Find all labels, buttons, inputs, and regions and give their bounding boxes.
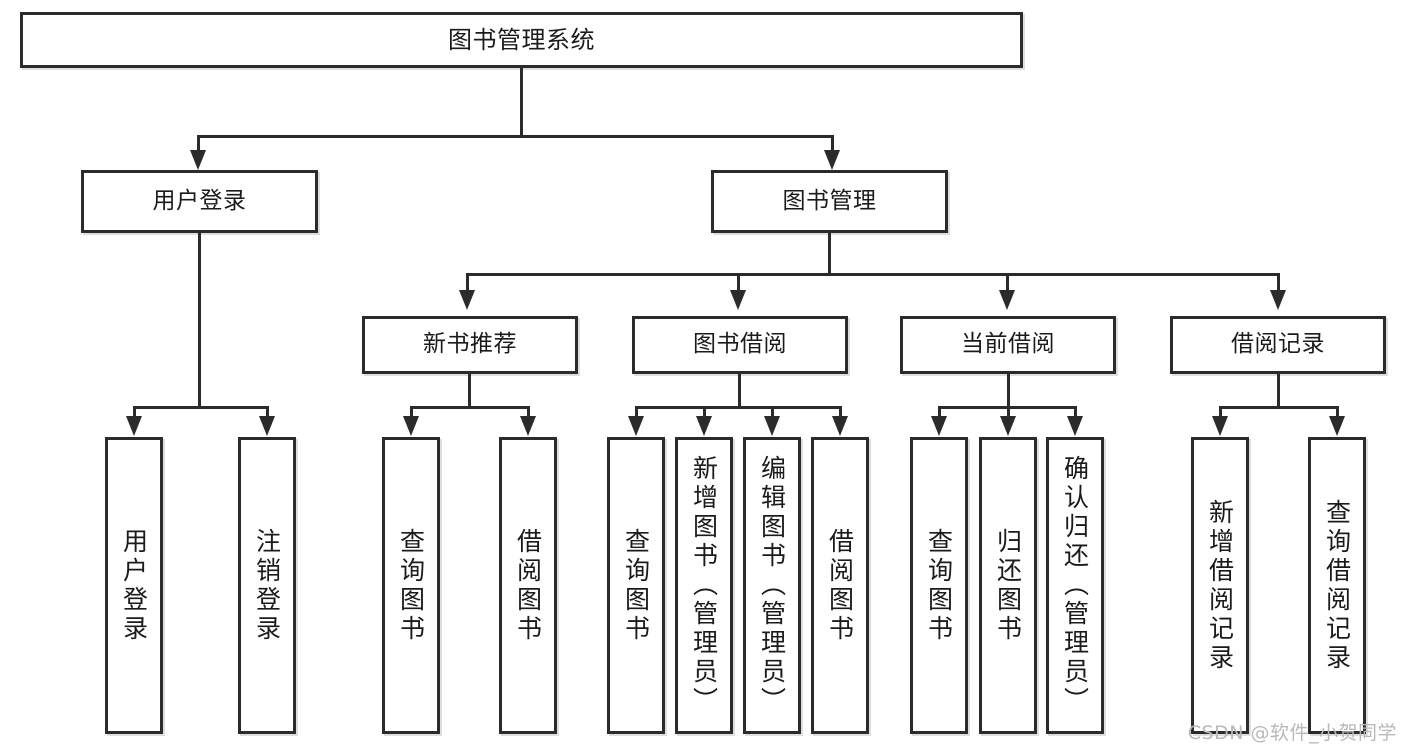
connector-new-book-recommend-bus [410, 406, 530, 409]
node-label: 新增借阅记录 [1205, 498, 1235, 673]
node-label: 确认归还（管理员） [1060, 455, 1090, 716]
connector-to-book-borrow [737, 273, 740, 295]
node-label: 查询图书 [621, 527, 651, 644]
arrowhead-to-new-book-recommend [459, 290, 475, 310]
node-label: 当前借阅 [961, 331, 1055, 358]
arrowhead-user-login-leaf-1 [126, 416, 142, 436]
node-label: 用户登录 [152, 187, 247, 214]
node-label: 查询图书 [396, 527, 426, 644]
node-book-borrow[interactable]: 图书借阅 [632, 316, 848, 374]
arrowhead-current-borrow-leaf-2 [1000, 416, 1016, 436]
node-current-borrow[interactable]: 当前借阅 [900, 316, 1116, 374]
leaf-book-borrow-borrow-book[interactable]: 借阅图书 [811, 437, 869, 734]
leaf-new-book-query-book[interactable]: 查询图书 [382, 437, 440, 734]
connector-new-book-recommend-stem [468, 374, 471, 406]
leaf-user-login-login[interactable]: 用户登录 [105, 437, 163, 734]
leaf-new-book-borrow-book[interactable]: 借阅图书 [499, 437, 557, 734]
connector-new-book-recommend-drop-1 [410, 406, 413, 422]
leaf-current-borrow-confirm-return-admin[interactable]: 确认归还（管理员） [1046, 437, 1104, 734]
leaf-book-borrow-query-book[interactable]: 查询图书 [607, 437, 665, 734]
arrowhead-current-borrow-leaf-3 [1067, 416, 1083, 436]
arrowhead-to-book-borrow [730, 290, 746, 310]
connector-book-management-stem [828, 233, 831, 273]
connector-book-borrow-drop-4 [839, 406, 842, 422]
connector-current-borrow-stem [1007, 374, 1010, 406]
connector-book-borrow-drop-2 [703, 406, 706, 422]
node-book-management[interactable]: 图书管理 [711, 170, 948, 233]
node-label: 查询图书 [924, 527, 954, 644]
connector-user-login-drop-1 [133, 406, 136, 422]
arrowhead-borrow-record-leaf-2 [1329, 416, 1345, 436]
arrowhead-book-borrow-leaf-2 [696, 416, 712, 436]
arrowhead-new-book-recommend-leaf-2 [520, 416, 536, 436]
node-root-book-management-system[interactable]: 图书管理系统 [20, 12, 1023, 68]
arrowhead-book-borrow-leaf-3 [764, 416, 780, 436]
leaf-current-borrow-return-book[interactable]: 归还图书 [979, 437, 1037, 734]
connector-root-stem [520, 68, 523, 135]
connector-new-book-recommend-drop-2 [527, 406, 530, 422]
arrowhead-new-book-recommend-leaf-1 [403, 416, 419, 436]
connector-root-to-user-login [197, 135, 200, 155]
connector-to-new-book-recommend [466, 273, 469, 295]
leaf-book-borrow-add-book-admin[interactable]: 新增图书（管理员） [675, 437, 733, 734]
connector-borrow-record-bus [1219, 406, 1339, 409]
node-label: 新书推荐 [423, 331, 517, 358]
node-label: 图书借阅 [693, 331, 787, 358]
connector-user-login-stem [198, 233, 201, 406]
connector-root-to-book-management [831, 135, 834, 155]
node-label: 借阅图书 [825, 527, 855, 644]
node-label: 借阅图书 [513, 527, 543, 644]
node-label: 新增图书（管理员） [689, 455, 719, 716]
connector-book-borrow-drop-1 [635, 406, 638, 422]
arrowhead-book-borrow-leaf-4 [832, 416, 848, 436]
arrowhead-to-user-login [190, 150, 206, 170]
connector-borrow-record-drop-1 [1219, 406, 1222, 422]
arrowhead-borrow-record-leaf-1 [1212, 416, 1228, 436]
connector-to-current-borrow [1006, 273, 1009, 295]
node-label: 归还图书 [993, 527, 1023, 644]
node-label: 图书管理系统 [448, 25, 595, 54]
arrowhead-to-current-borrow [999, 290, 1015, 310]
node-label: 查询借阅记录 [1322, 498, 1352, 673]
leaf-user-login-logout[interactable]: 注销登录 [238, 437, 296, 734]
leaf-borrow-record-query-record[interactable]: 查询借阅记录 [1308, 437, 1366, 734]
connector-level3-bus [466, 273, 1280, 276]
node-label: 图书管理 [782, 187, 877, 214]
connector-book-borrow-stem [738, 374, 741, 406]
node-label: 用户登录 [119, 527, 149, 644]
node-label: 注销登录 [252, 527, 282, 644]
connector-borrow-record-stem [1277, 374, 1280, 406]
connector-current-borrow-drop-2 [1007, 406, 1010, 422]
connector-root-bus [197, 135, 834, 138]
leaf-borrow-record-add-record[interactable]: 新增借阅记录 [1191, 437, 1249, 734]
arrowhead-to-borrow-record [1270, 290, 1286, 310]
leaf-current-borrow-query-book[interactable]: 查询图书 [910, 437, 968, 734]
arrowhead-book-borrow-leaf-1 [628, 416, 644, 436]
node-new-book-recommend[interactable]: 新书推荐 [362, 316, 578, 374]
node-label: 编辑图书（管理员） [757, 455, 787, 716]
connector-current-borrow-drop-3 [1074, 406, 1077, 422]
connector-user-login-bus [133, 406, 269, 409]
node-borrow-record[interactable]: 借阅记录 [1170, 316, 1386, 374]
connector-current-borrow-drop-1 [938, 406, 941, 422]
leaf-book-borrow-edit-book-admin[interactable]: 编辑图书（管理员） [743, 437, 801, 734]
arrowhead-to-book-management [824, 150, 840, 170]
node-user-login[interactable]: 用户登录 [81, 170, 318, 233]
connector-to-borrow-record [1277, 273, 1280, 295]
arrowhead-user-login-leaf-2 [259, 416, 275, 436]
connector-borrow-record-drop-2 [1336, 406, 1339, 422]
connector-book-borrow-drop-3 [771, 406, 774, 422]
node-label: 借阅记录 [1231, 331, 1325, 358]
connector-user-login-drop-2 [266, 406, 269, 422]
watermark-text: CSDN @软件_小贺同学 [1187, 722, 1397, 744]
connector-book-borrow-bus [635, 406, 840, 409]
arrowhead-current-borrow-leaf-1 [931, 416, 947, 436]
